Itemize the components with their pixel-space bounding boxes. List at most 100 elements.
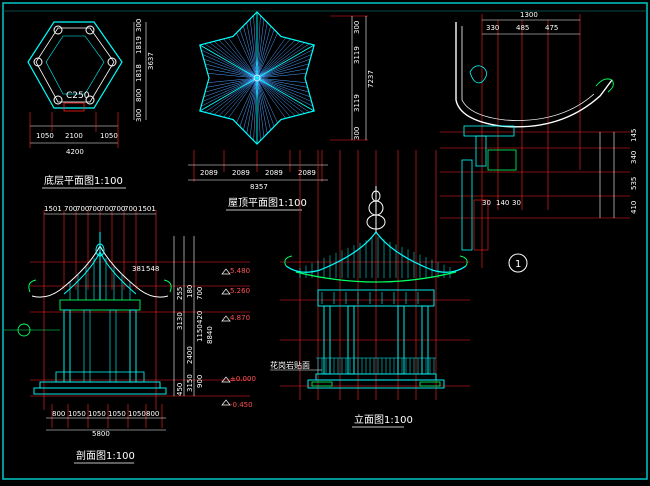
- section-dim-bottom-2: 1050: [68, 410, 86, 418]
- plan-columns: [33, 25, 117, 105]
- detail-dim-right-1: 145: [630, 129, 638, 142]
- detail-column-base: [473, 199, 489, 251]
- roof-rafter: [256, 63, 309, 79]
- plan-outer-hexagon: [27, 21, 123, 109]
- plan-bench-outline: [45, 35, 105, 95]
- roof-rafter: [202, 77, 258, 102]
- roof-rafter: [256, 22, 268, 79]
- section-side-dim-9: 3150: [186, 374, 194, 392]
- roof-rafter: [218, 77, 258, 117]
- roof-finial-mark: [253, 74, 261, 82]
- elevation-roof-left: [285, 231, 377, 273]
- elevation-base: [307, 379, 445, 389]
- plan-dim-right-2: 1819: [135, 36, 143, 54]
- roof-rafter: [207, 73, 258, 79]
- plan-entry-steps: [63, 102, 85, 112]
- ground-floor-plan: C250 1050 2100 1050 4200 300 1819 1818 8…: [27, 19, 155, 189]
- detail-dim-top-total: 1300: [520, 11, 538, 19]
- roof-dim-right-total: 7237: [367, 70, 375, 88]
- roof-rafter: [207, 77, 258, 83]
- detail-bracket: [475, 135, 487, 167]
- roof-dim-bottom-1: 2089: [200, 169, 218, 177]
- detail-dim-top-3: 475: [545, 24, 558, 32]
- elevation-view: 花岗岩贴面 立面图1:100: [270, 150, 470, 428]
- section-level-markers: [221, 268, 231, 406]
- roof-dim-bottom-3: 2089: [265, 169, 283, 177]
- roof-rafter: [239, 29, 258, 79]
- section-side-dim-1: 255: [176, 287, 184, 300]
- roof-rafter: [213, 77, 258, 115]
- roof-rafter: [209, 42, 258, 79]
- detail-dim-bottom-2: 140: [496, 199, 509, 207]
- detail-dim-bottom-1: 30: [482, 199, 491, 207]
- plan-column: [85, 95, 95, 105]
- section-level-1: 5.480: [230, 267, 250, 275]
- elevation-eave-tip: [284, 255, 293, 267]
- eave-detail: 1300 330 485 475 145 340 535 410 30 140 …: [440, 11, 638, 273]
- section-title: 剖面图1:100: [76, 449, 135, 462]
- section-side-dim-8: 8840: [206, 326, 214, 344]
- roof-rafter: [256, 77, 268, 134]
- roof-rafter: [201, 77, 258, 107]
- section-column: [83, 309, 91, 383]
- elevation-eave-tip: [459, 255, 468, 267]
- elevation-railing: [316, 357, 436, 374]
- roof-red-axes: [330, 15, 368, 141]
- roof-rafter: [218, 39, 258, 79]
- plan-column: [107, 57, 117, 67]
- section-upper-label-2: 548: [146, 265, 159, 273]
- roof-title: 屋顶平面图1:100: [228, 197, 307, 209]
- section-dim-top-7: 700: [124, 205, 137, 213]
- plan-dim-right-4: 800: [135, 89, 143, 102]
- elevation-eave-line: [295, 271, 457, 283]
- plan-inner-hexagon: [35, 27, 115, 103]
- roof-rafter: [256, 77, 312, 102]
- roof-dim-right-2: 3119: [353, 46, 361, 64]
- section-dim-bottom-5: 1050: [128, 410, 146, 418]
- roof-ridge: [199, 77, 258, 112]
- roof-rafter: [203, 58, 258, 79]
- roof-rafter: [206, 68, 258, 79]
- roof-red-axes: [193, 150, 323, 182]
- roof-rafter: [253, 15, 258, 79]
- plan-dim-right-1: 300: [135, 109, 143, 122]
- section-dim-bottom-total: 5800: [92, 430, 110, 438]
- plan-column-label: C250: [66, 91, 90, 101]
- roof-rafter: [256, 38, 291, 79]
- roof-rafter: [256, 43, 310, 79]
- roof-rafter: [256, 77, 307, 83]
- roof-dim-bottom-total: 8357: [250, 183, 268, 191]
- plan-dim-right-total: 3637: [147, 52, 155, 70]
- roof-dim-right-3: 3119: [353, 94, 361, 112]
- section-column: [63, 309, 71, 383]
- drawing-frame: [2, 2, 648, 480]
- plan-column: [53, 25, 63, 35]
- plan-dim-right-5: 300: [135, 19, 143, 32]
- roof-rafter: [253, 77, 258, 141]
- elevation-note: 花岗岩贴面: [270, 360, 310, 370]
- detail-dim-top-1: 330: [486, 24, 499, 32]
- elevation-brackets: [317, 289, 435, 307]
- section-dim-top-8: 1501: [138, 205, 156, 213]
- roof-rafter: [256, 77, 308, 88]
- elevation-finial: [366, 186, 386, 232]
- detail-column: [461, 159, 473, 251]
- roof-dim-bottom-2: 2089: [232, 169, 250, 177]
- roof-dim-right-1: 300: [353, 21, 361, 34]
- detail-roof-curve: [455, 22, 613, 128]
- detail-eave-tip: [595, 78, 614, 93]
- section-side-dim-4: 700: [196, 287, 204, 300]
- roof-rafters: [201, 15, 313, 141]
- detail-axis-circle: [508, 253, 528, 273]
- roof-rafter: [256, 49, 313, 79]
- plan-dim-bottom-3: 1050: [100, 132, 118, 140]
- roof-rafter: [236, 32, 258, 79]
- roof-rafter: [256, 77, 275, 127]
- plan-dim-right-3: 1818: [135, 64, 143, 82]
- section-platform: [39, 381, 161, 389]
- detail-dim-right-2: 340: [630, 151, 638, 164]
- section-column: [109, 309, 117, 383]
- elevation-bracket-sets: [321, 292, 419, 304]
